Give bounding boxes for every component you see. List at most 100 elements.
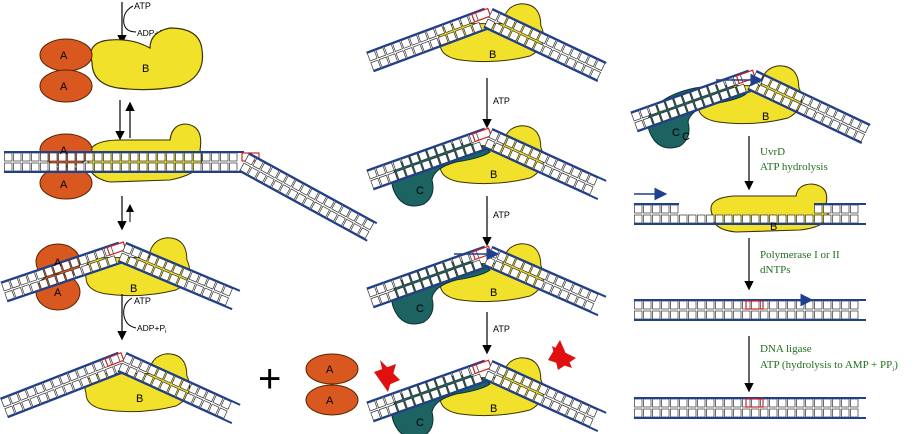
- base-bottom: [796, 214, 805, 224]
- base-bottom: [533, 278, 545, 290]
- base-top: [202, 152, 211, 162]
- lesion-thymine-dimer: [471, 7, 492, 23]
- uvrA-label-bottom: A: [60, 179, 68, 191]
- base-bottom: [558, 289, 570, 301]
- base-bottom: [778, 310, 787, 320]
- ligase-step: DNA ligase ATP (hydrolysis to AMP + PPi): [744, 336, 898, 393]
- base-bottom: [787, 310, 796, 320]
- base-top: [688, 398, 697, 408]
- base-top: [643, 300, 652, 310]
- base-top: [664, 98, 676, 110]
- base-top: [643, 204, 652, 214]
- base-top: [434, 376, 446, 388]
- base-bottom: [549, 400, 561, 412]
- base-bottom: [166, 162, 175, 172]
- base-bottom: [724, 214, 733, 224]
- uvrA-label-top: A: [60, 145, 68, 157]
- backbone-bottom: [483, 26, 599, 82]
- base-bottom: [670, 214, 679, 224]
- base-top: [220, 152, 229, 162]
- uvrC-label: C: [416, 417, 424, 429]
- base-bottom: [634, 119, 646, 131]
- base-bottom: [778, 408, 787, 418]
- base-bottom: [643, 408, 652, 418]
- base-top: [138, 361, 150, 373]
- base-top: [504, 17, 516, 29]
- dna-ligase-label: DNA ligase: [760, 343, 812, 355]
- base-top: [652, 398, 661, 408]
- dna-duplex-segment: [483, 8, 607, 82]
- base-top: [76, 152, 85, 162]
- base-bottom: [706, 408, 715, 418]
- base-top: [347, 210, 359, 222]
- base-bottom: [769, 408, 778, 418]
- base-top: [138, 250, 150, 262]
- lesion-thymine-dimer: [745, 398, 764, 408]
- dna-duplex-segment: [483, 245, 607, 317]
- base-bottom: [823, 214, 832, 224]
- backbone-bottom: [7, 370, 126, 419]
- dna-incision-stage: CB: [366, 340, 607, 434]
- base-bottom: [421, 277, 432, 289]
- base-top: [130, 152, 139, 162]
- base-top: [85, 152, 94, 162]
- base-top: [26, 271, 38, 283]
- base-top: [409, 385, 421, 397]
- base-top: [661, 204, 670, 214]
- base-bottom: [508, 30, 520, 42]
- base-top: [760, 300, 769, 310]
- base-top: [537, 32, 549, 45]
- dna-duplex-segment: [634, 299, 866, 321]
- base-top: [521, 261, 533, 274]
- base-top: [193, 152, 202, 162]
- base-top: [220, 398, 232, 410]
- base-top: [670, 398, 679, 408]
- base-top: [594, 59, 606, 72]
- base-top: [442, 22, 454, 34]
- base-bottom: [769, 310, 778, 320]
- base-bottom: [853, 130, 866, 143]
- base-top: [84, 363, 96, 375]
- base-top: [130, 357, 142, 369]
- base-top: [832, 204, 841, 214]
- base-bottom: [805, 310, 814, 320]
- uvrB-label: B: [130, 283, 137, 295]
- base-top: [22, 152, 31, 162]
- base-bottom: [760, 214, 769, 224]
- base-top: [94, 152, 103, 162]
- base-bottom: [37, 392, 49, 404]
- atp-arrow-mid-1: ATP: [482, 78, 510, 129]
- base-top: [769, 398, 778, 408]
- uvrA-label-bottom: A: [54, 287, 62, 299]
- base-bottom: [89, 261, 101, 272]
- base-bottom: [148, 162, 157, 172]
- dna-duplex-segment: [483, 359, 607, 433]
- base-top: [417, 31, 429, 43]
- base-bottom: [634, 214, 643, 224]
- base-bottom: [679, 310, 688, 320]
- uvrB-label: B: [490, 287, 497, 299]
- base-top: [769, 300, 778, 310]
- base-bottom: [574, 179, 586, 192]
- base-bottom: [71, 379, 83, 391]
- base-top: [787, 398, 796, 408]
- base-bottom: [509, 267, 521, 279]
- base-bottom: [643, 310, 652, 320]
- uvrA-label-bottom: A: [60, 81, 68, 93]
- dna-uvrB-bound-stage: B: [366, 3, 607, 82]
- base-bottom: [733, 310, 742, 320]
- base-top: [229, 152, 238, 162]
- base-top: [443, 259, 454, 271]
- base-top: [570, 398, 582, 411]
- base-top: [112, 152, 121, 162]
- base-top: [562, 163, 574, 175]
- base-top: [832, 300, 841, 310]
- base-bottom: [437, 34, 449, 46]
- base-bottom: [387, 53, 398, 65]
- base-bottom: [661, 214, 670, 224]
- base-bottom: [157, 162, 166, 172]
- base-top: [656, 101, 668, 113]
- uvrC-label: C: [682, 131, 690, 143]
- base-bottom: [85, 162, 94, 172]
- base-top: [537, 383, 549, 396]
